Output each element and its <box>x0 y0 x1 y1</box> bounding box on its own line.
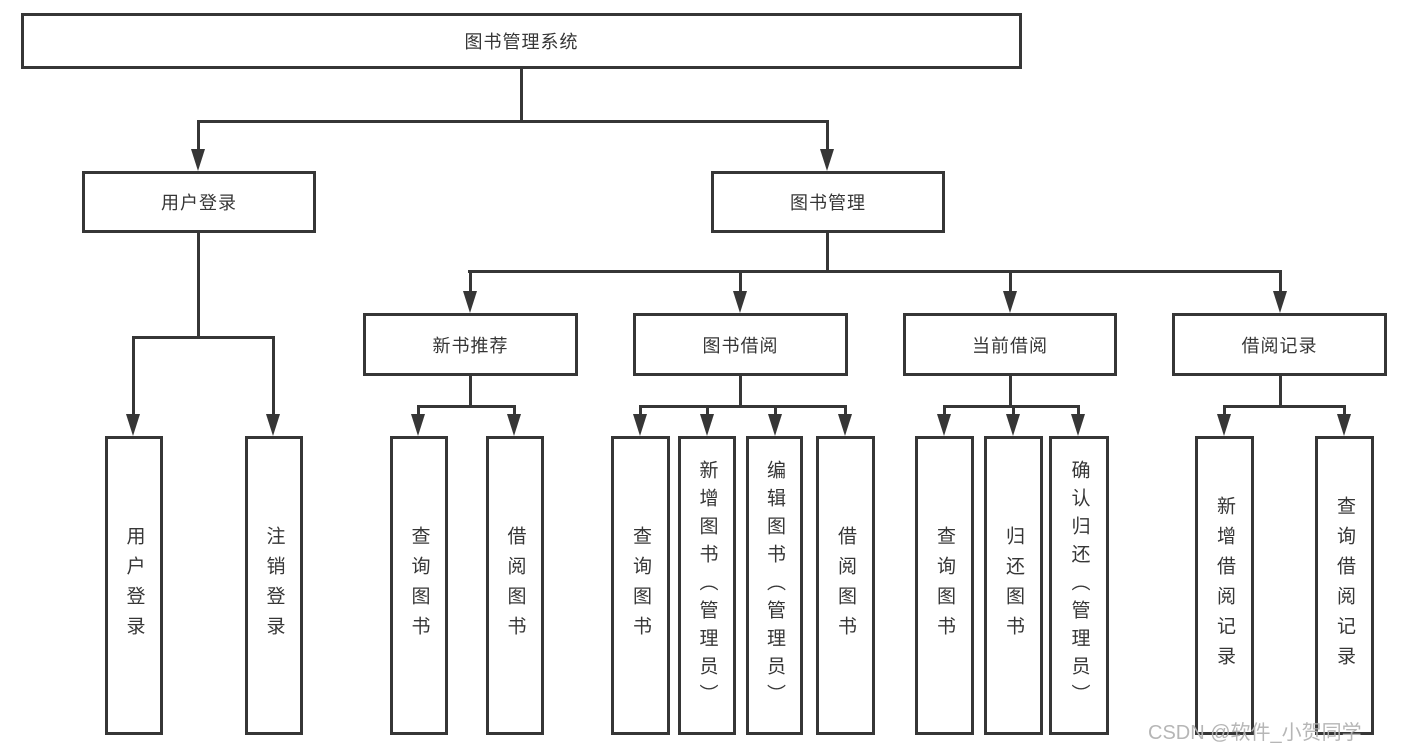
arrowhead-icon <box>1006 414 1020 436</box>
arrowhead-icon <box>1071 414 1085 436</box>
arrowhead-icon <box>937 414 951 436</box>
leaf-label: 确认归还（管理员） <box>1068 459 1090 712</box>
arrowhead-icon <box>768 414 782 436</box>
connector-line <box>197 120 200 151</box>
connector-line <box>774 405 777 417</box>
connector-line <box>132 336 275 339</box>
arrowhead-icon <box>1337 414 1351 436</box>
connector-line <box>520 68 523 120</box>
leaf-label: 归还图书 <box>1003 525 1024 646</box>
connector-line <box>1009 270 1012 294</box>
arrowhead-icon <box>820 149 834 171</box>
node-label: 图书管理 <box>790 193 866 213</box>
node-label: 图书管理系统 <box>464 32 579 52</box>
connector-line <box>1012 405 1015 417</box>
connector-line <box>272 336 275 416</box>
node-book-borrowing: 图书借阅 <box>633 313 848 376</box>
connector-line <box>132 336 135 416</box>
arrowhead-icon <box>126 414 140 436</box>
connector-line <box>1343 405 1346 417</box>
connector-line <box>468 270 1282 273</box>
connector-line <box>1279 270 1282 294</box>
leaf-borrow-books-borrowing: 借阅图书 <box>816 436 875 735</box>
arrowhead-icon <box>191 149 205 171</box>
leaf-label: 查询借阅记录 <box>1334 495 1355 676</box>
connector-line <box>706 405 709 417</box>
connector-line <box>943 405 946 417</box>
connector-line <box>1223 405 1226 417</box>
connector-line <box>739 376 742 407</box>
connector-line <box>513 405 516 417</box>
connector-line <box>197 233 200 337</box>
arrowhead-icon <box>700 414 714 436</box>
node-borrowing-records: 借阅记录 <box>1172 313 1387 376</box>
leaf-label: 用户登录 <box>123 525 145 646</box>
leaf-confirm-return-admin: 确认归还（管理员） <box>1049 436 1109 735</box>
arrowhead-icon <box>411 414 425 436</box>
connector-line <box>739 270 742 294</box>
connector-line <box>943 405 1080 408</box>
connector-line <box>197 120 829 123</box>
node-new-book-recommendation: 新书推荐 <box>363 313 578 376</box>
leaf-add-book-admin: 新增图书（管理员） <box>678 436 736 735</box>
leaf-query-books-borrowing: 查询图书 <box>611 436 670 735</box>
connector-line <box>1223 405 1346 408</box>
node-user-login: 用户登录 <box>82 171 316 233</box>
connector-line <box>469 270 472 294</box>
connector-line <box>1077 405 1080 417</box>
leaf-query-books-current: 查询图书 <box>915 436 974 735</box>
connector-line <box>417 405 516 408</box>
leaf-label: 新增图书（管理员） <box>696 459 718 712</box>
node-book-management: 图书管理 <box>711 171 945 233</box>
leaf-label: 注销登录 <box>263 525 285 646</box>
connector-line <box>826 120 829 151</box>
leaf-query-books-recommend: 查询图书 <box>390 436 448 735</box>
arrowhead-icon <box>1273 291 1287 313</box>
connector-line <box>844 405 847 417</box>
leaf-return-books: 归还图书 <box>984 436 1043 735</box>
node-label: 当前借阅 <box>972 335 1048 356</box>
arrowhead-icon <box>838 414 852 436</box>
leaf-label: 借阅图书 <box>835 525 856 646</box>
leaf-label: 新增借阅记录 <box>1214 495 1235 676</box>
leaf-query-borrow-record: 查询借阅记录 <box>1315 436 1374 735</box>
connector-line <box>469 376 472 407</box>
leaf-edit-book-admin: 编辑图书（管理员） <box>746 436 803 735</box>
connector-line <box>639 405 847 408</box>
leaf-borrow-books-recommend: 借阅图书 <box>486 436 544 735</box>
leaf-label: 查询图书 <box>408 525 430 646</box>
node-label: 借阅记录 <box>1241 335 1318 356</box>
arrowhead-icon <box>1217 414 1231 436</box>
arrowhead-icon <box>463 291 477 313</box>
arrowhead-icon <box>633 414 647 436</box>
arrowhead-icon <box>1003 291 1017 313</box>
leaf-logout: 注销登录 <box>245 436 303 735</box>
leaf-user-login: 用户登录 <box>105 436 163 735</box>
node-current-borrowing: 当前借阅 <box>903 313 1117 376</box>
arrowhead-icon <box>733 291 747 313</box>
connector-line <box>826 233 829 272</box>
connector-line <box>1279 376 1282 407</box>
leaf-label: 借阅图书 <box>504 525 526 646</box>
connector-line <box>1009 376 1012 407</box>
arrowhead-icon <box>507 414 521 436</box>
node-label: 新书推荐 <box>432 335 509 356</box>
connector-line <box>417 405 420 417</box>
node-label: 用户登录 <box>161 193 237 213</box>
node-label: 图书借阅 <box>702 335 779 356</box>
leaf-label: 编辑图书（管理员） <box>764 459 785 712</box>
leaf-label: 查询图书 <box>934 525 955 646</box>
connector-line <box>639 405 642 417</box>
arrowhead-icon <box>266 414 280 436</box>
leaf-add-borrow-record: 新增借阅记录 <box>1195 436 1254 735</box>
node-library-management-system: 图书管理系统 <box>21 13 1022 69</box>
leaf-label: 查询图书 <box>630 525 651 646</box>
csdn-watermark: CSDN @软件_小贺同学 <box>1148 722 1362 744</box>
